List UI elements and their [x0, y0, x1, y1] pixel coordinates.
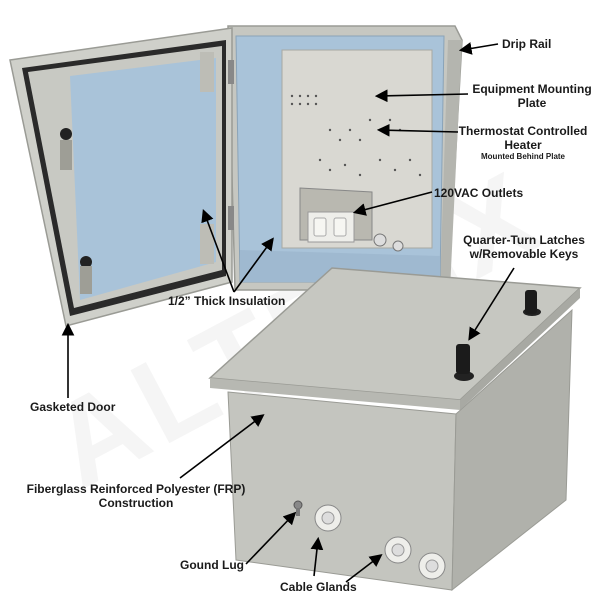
label-outlets: 120VAC Outlets — [434, 186, 524, 200]
label-equipment-mounting-plate-line2: Plate — [517, 96, 547, 110]
label-latches-line2: w/Removable Keys — [469, 247, 579, 261]
callout-arrows — [61, 42, 515, 583]
label-gasketed-door: Gasketed Door — [30, 400, 116, 414]
label-latches: Quarter-Turn Latches w/Removable Keys — [458, 233, 590, 261]
arrow-ground-lug — [245, 511, 297, 565]
arrow-frp — [179, 414, 265, 479]
door-latch-bottom — [80, 256, 92, 294]
label-thermostat-heater: Thermostat Controlled Heater Mounted Beh… — [456, 124, 590, 162]
arrow-cable-gland-left — [310, 536, 324, 577]
arrow-mounting-plate — [374, 89, 469, 103]
label-latches-line1: Quarter-Turn Latches — [463, 233, 585, 247]
label-ground-lug: Gound Lug — [180, 558, 244, 572]
arrow-insulation-2 — [233, 237, 274, 293]
label-equipment-mounting-plate-line1: Equipment Mounting — [472, 82, 592, 96]
quarter-turn-latch-back — [523, 290, 541, 316]
label-frp: Fiberglass Reinforced Polyester (FRP) Co… — [18, 482, 254, 510]
cable-gland-1 — [314, 504, 342, 532]
label-frp-line1: Fiberglass Reinforced Polyester (FRP) — [26, 482, 246, 496]
arrow-cable-gland-right — [345, 554, 383, 583]
open-enclosure — [227, 25, 463, 291]
quarter-turn-latch-front — [454, 344, 474, 381]
open-door — [9, 27, 234, 327]
label-thermostat-heater-line1: Thermostat Controlled — [458, 124, 588, 138]
arrow-heater — [376, 123, 459, 137]
door-latch-top — [60, 128, 72, 170]
label-thermostat-heater-line2: Heater — [504, 138, 542, 152]
arrow-insulation-1 — [201, 209, 235, 293]
closed-enclosure — [208, 267, 582, 592]
cable-gland-2 — [384, 536, 412, 564]
arrow-outlets — [352, 191, 433, 216]
label-frp-line2: Construction — [98, 496, 174, 510]
label-insulation: 1/2” Thick Insulation — [168, 294, 286, 308]
label-cable-glands: Cable Glands — [280, 580, 357, 594]
label-drip-rail: Drip Rail — [502, 37, 552, 51]
arrow-drip-rail — [458, 42, 499, 55]
cable-gland-3 — [418, 552, 446, 580]
arrow-latches — [468, 267, 515, 341]
ground-lug — [293, 500, 303, 516]
label-equipment-mounting-plate: Equipment Mounting Plate — [470, 82, 594, 110]
label-thermostat-heater-sub: Mounted Behind Plate — [481, 152, 565, 161]
plate-holes — [290, 94, 422, 177]
